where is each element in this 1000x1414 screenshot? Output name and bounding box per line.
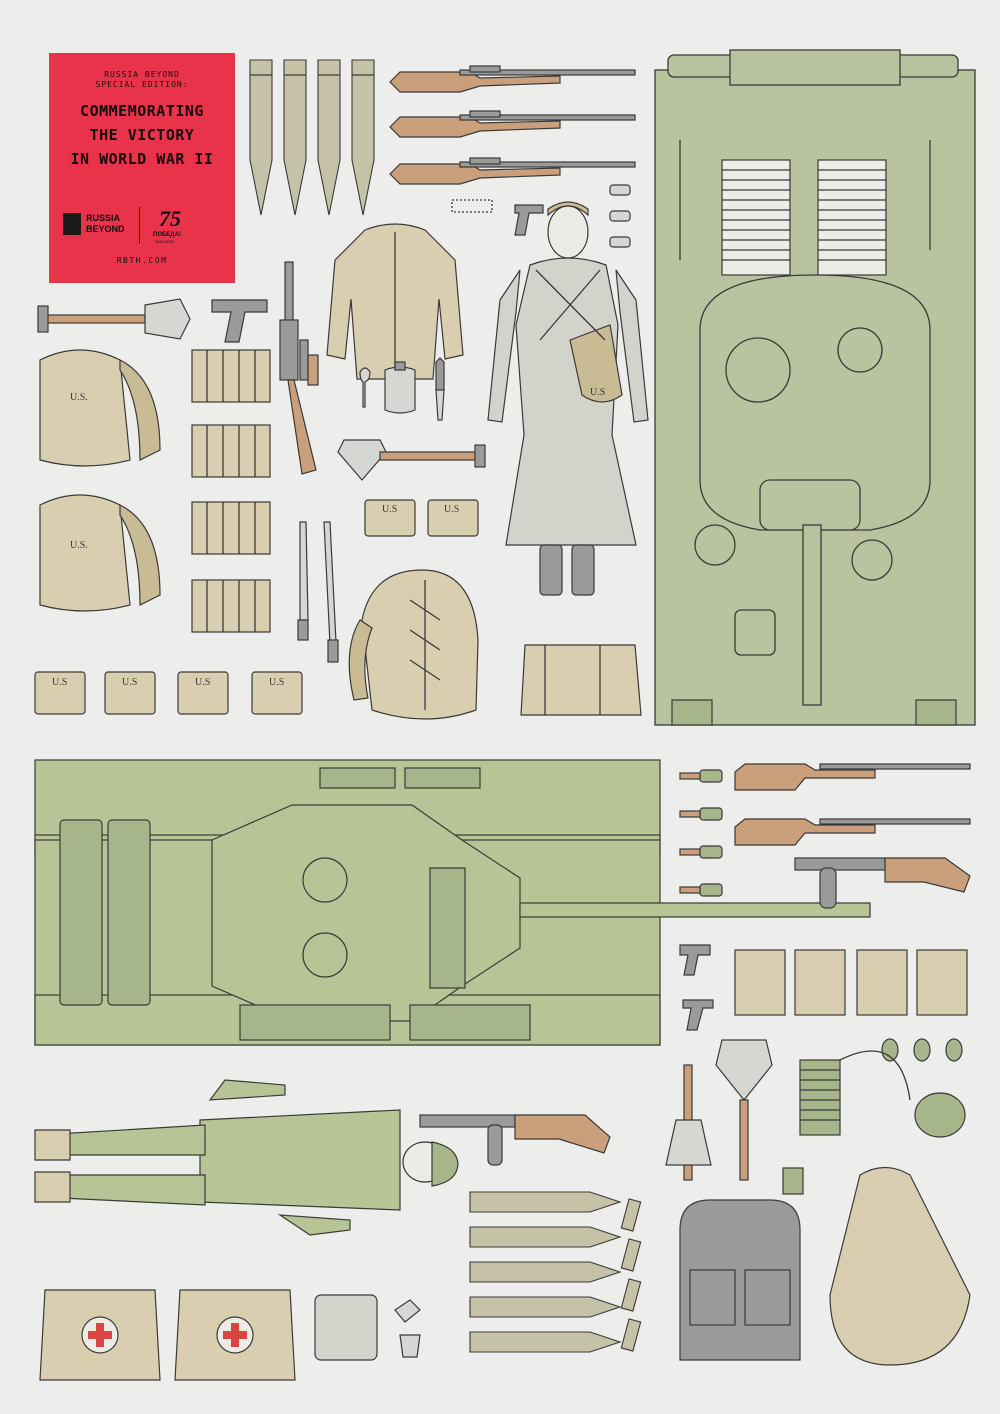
axe bbox=[665, 1064, 712, 1181]
dog-tags bbox=[609, 184, 631, 248]
ammo-belt-pouches bbox=[191, 349, 271, 633]
subtitle-line-1: RUSSIA BEYOND bbox=[104, 70, 180, 79]
svg-text:U.S: U.S bbox=[382, 504, 397, 515]
us-soldier-figure: U.S bbox=[487, 201, 649, 596]
field-jacket bbox=[326, 223, 464, 380]
m1-garand-rifles bbox=[389, 65, 636, 185]
mosin-rifles bbox=[734, 763, 971, 846]
anniversary-years: 1945-2020 bbox=[155, 239, 175, 244]
colt-pistol bbox=[211, 299, 268, 343]
tt-pistol-and-revolver bbox=[679, 944, 714, 1031]
us-backpack bbox=[348, 569, 479, 720]
publisher-subtitle: RUSSIA BEYOND SPECIAL EDITION: bbox=[49, 70, 235, 90]
subtitle-line-2: SPECIAL EDITION: bbox=[95, 80, 189, 89]
cartridge-pouches-row: U.S U.S U.S U.S bbox=[34, 671, 303, 715]
rifle-cartridges-top bbox=[249, 59, 375, 216]
title-label-box: RUSSIA BEYOND SPECIAL EDITION: COMMEMORA… bbox=[49, 53, 235, 283]
logo-divider bbox=[139, 207, 140, 243]
musette-bag-upper: U.S. bbox=[39, 349, 161, 467]
us-marking-2: U.S. bbox=[70, 540, 88, 551]
svg-text:U.S: U.S bbox=[444, 504, 459, 515]
svg-text:U.S: U.S bbox=[269, 677, 284, 688]
ammo-clips-small bbox=[620, 1198, 642, 1352]
logo-row: RUSSIA BEYOND 75 ПОБЕДА! 1945-2020 bbox=[61, 205, 223, 245]
russia-beyond-wordmark: RUSSIA BEYOND bbox=[86, 213, 125, 235]
rifle-cartridges-bottom bbox=[469, 1191, 622, 1353]
title-line-2: THE VICTORY bbox=[89, 126, 195, 144]
title-line-3: IN WORLD WAR II bbox=[70, 150, 214, 168]
poster-title: COMMEMORATING THE VICTORY IN WORLD WAR I… bbox=[49, 99, 235, 171]
mess-kit-and-utensils bbox=[314, 1294, 421, 1361]
small-pouch bbox=[782, 1167, 804, 1195]
soviet-grenades-rgd bbox=[679, 769, 723, 897]
t34-tank-topview bbox=[34, 759, 871, 1046]
site-url: RBTH.COM bbox=[116, 256, 168, 265]
spoon-canteen-knife bbox=[359, 357, 445, 421]
pobeda-text: ПОБЕДА! bbox=[153, 232, 181, 238]
svg-text:U.S: U.S bbox=[52, 677, 67, 688]
logo-line-1: RUSSIA bbox=[86, 213, 121, 223]
anniversary-75-logo: 75 bbox=[159, 206, 181, 231]
ppsh-submachine-gun-right bbox=[794, 857, 971, 909]
soviet-backpack bbox=[679, 1199, 801, 1361]
ammo-clip-dots bbox=[451, 199, 493, 213]
sack-bag bbox=[829, 1166, 971, 1366]
title-line-1: COMMEMORATING bbox=[80, 102, 204, 120]
gas-mask bbox=[799, 1050, 966, 1138]
entrenching-shovel-left bbox=[37, 298, 191, 340]
thompson-smg bbox=[279, 261, 319, 475]
pistol-small bbox=[514, 204, 544, 236]
machetes bbox=[297, 521, 339, 663]
svg-text:U.S: U.S bbox=[122, 677, 137, 688]
svg-text:U.S: U.S bbox=[590, 387, 605, 398]
medical-bags bbox=[39, 1289, 296, 1381]
musette-bag-lower: U.S. bbox=[39, 494, 161, 612]
cartridge-pouches-upper: U.S U.S bbox=[364, 499, 479, 537]
ppsh-submachine-gun-bottom bbox=[419, 1114, 611, 1166]
entrenching-shovel-middle bbox=[337, 439, 486, 481]
us-marking-1: U.S. bbox=[70, 392, 88, 403]
hand-grenades-f1 bbox=[881, 1038, 963, 1062]
soviet-ammo-pouches bbox=[734, 949, 968, 1016]
soviet-shovel bbox=[715, 1039, 773, 1181]
sherman-tank-topview bbox=[654, 49, 976, 726]
russia-beyond-logo-icon bbox=[63, 213, 81, 235]
soviet-soldier-lying bbox=[34, 1079, 459, 1236]
bedroll bbox=[520, 644, 642, 716]
logo-line-2: BEYOND bbox=[86, 224, 125, 234]
svg-text:U.S: U.S bbox=[195, 677, 210, 688]
